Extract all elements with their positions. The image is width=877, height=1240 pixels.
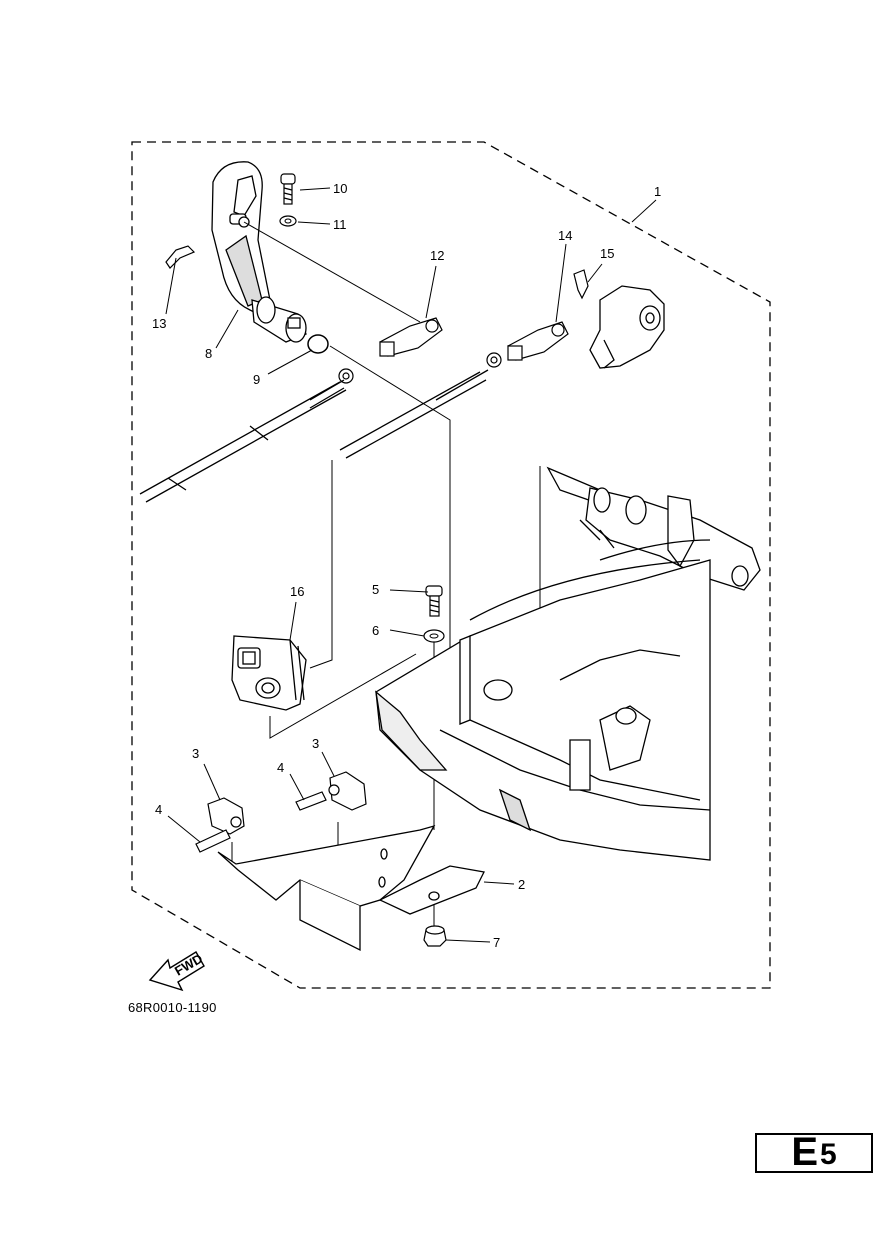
callout-15: 15 bbox=[600, 246, 614, 261]
callout-11: 11 bbox=[333, 217, 347, 232]
remote-lever-part bbox=[211, 161, 307, 343]
cable-grommet-16-part bbox=[231, 635, 307, 711]
nut-7-part bbox=[423, 925, 447, 947]
lever-clip-part bbox=[165, 245, 196, 269]
pin-4b-part bbox=[295, 791, 327, 811]
remote-cables bbox=[139, 369, 489, 503]
callout-3b: 3 bbox=[312, 736, 319, 751]
callout-labels: 10 11 1 12 14 15 13 8 9 16 5 6 3 3 4 4 2… bbox=[152, 181, 661, 950]
callout-5: 5 bbox=[372, 582, 379, 597]
fwd-arrow-icon: FWD bbox=[148, 951, 205, 992]
bracket-plate-2-part bbox=[217, 824, 485, 952]
callout-2: 2 bbox=[518, 877, 525, 892]
clip-15-part bbox=[573, 269, 589, 300]
callout-14: 14 bbox=[558, 228, 572, 243]
cable-joint-12-part bbox=[379, 317, 443, 357]
callout-3a: 3 bbox=[192, 746, 199, 761]
callout-8: 8 bbox=[205, 346, 212, 361]
cable-nuts bbox=[338, 352, 502, 384]
callout-leaders bbox=[165, 187, 657, 943]
shift-shaft-assembly bbox=[546, 466, 761, 591]
holder-3b-part bbox=[328, 771, 367, 811]
callout-6: 6 bbox=[372, 623, 379, 638]
callout-1: 1 bbox=[654, 184, 661, 199]
shift-bracket-part bbox=[589, 285, 665, 369]
section-letter: E bbox=[791, 1130, 818, 1174]
callout-4b: 4 bbox=[277, 760, 284, 775]
callout-4a: 4 bbox=[155, 802, 162, 817]
cable-joint-14-part bbox=[507, 321, 569, 361]
callout-16: 16 bbox=[290, 584, 304, 599]
holder-3a-part bbox=[207, 797, 245, 835]
callout-10: 10 bbox=[333, 181, 347, 196]
o-ring-part bbox=[307, 334, 329, 354]
bolt-10-part bbox=[280, 173, 296, 205]
callout-13: 13 bbox=[152, 316, 166, 331]
section-badge: E 5 bbox=[755, 1130, 873, 1174]
section-number: 5 bbox=[820, 1138, 837, 1171]
callout-7: 7 bbox=[493, 935, 500, 950]
bottom-cowling-part bbox=[375, 539, 711, 861]
pin-4a-part bbox=[195, 829, 231, 853]
assembly-boundary bbox=[131, 141, 771, 989]
callout-9: 9 bbox=[253, 372, 260, 387]
bolt-5-part bbox=[425, 585, 443, 617]
figure-code: 68R0010-1190 bbox=[128, 1000, 217, 1015]
callout-12: 12 bbox=[430, 248, 444, 263]
